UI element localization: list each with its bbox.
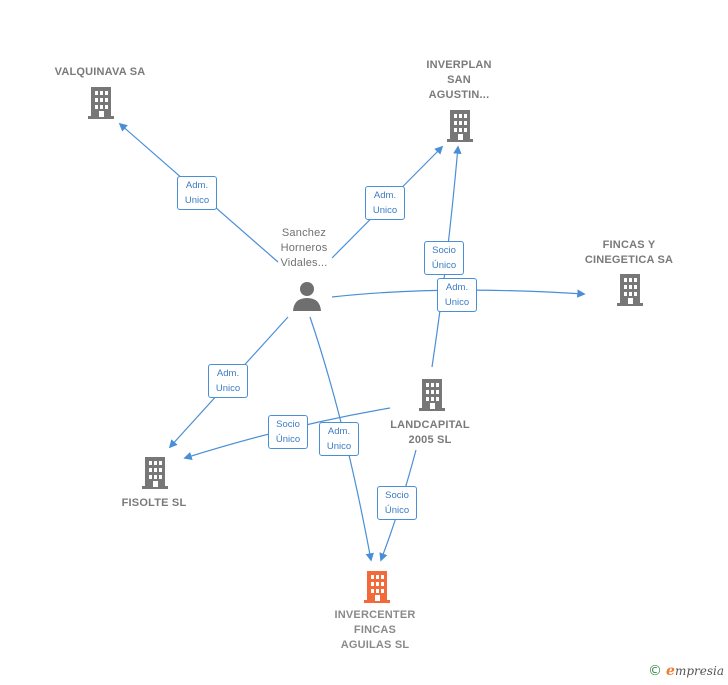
edge-label-line: Adm. [216, 368, 240, 379]
label-line: INVERPLAN [426, 59, 492, 71]
edge-label-adm-unico[interactable]: Adm. Unico [319, 422, 359, 456]
edge-label-line: Unico [444, 297, 470, 308]
label-line: VALQUINAVA SA [54, 66, 146, 78]
node-label-invercenter[interactable]: INVERCENTER FINCAS AGUILAS SL [315, 608, 435, 653]
label-line: LANDCAPITAL [390, 419, 470, 431]
empresia-logo-e: e [666, 663, 675, 679]
label-line: CINEGETICA SA [584, 254, 674, 266]
edge-label-line: Unico [184, 195, 210, 206]
edge-label-adm-unico[interactable]: Adm. Unico [365, 186, 405, 220]
edge-label-adm-unico[interactable]: Adm. Unico [208, 364, 248, 398]
label-line: AGUSTIN... [428, 89, 490, 101]
edge-label-line: Socio [385, 490, 409, 501]
edge-label-line: Socio [432, 245, 456, 256]
label-line: INVERCENTER [334, 609, 416, 621]
building-icon[interactable] [615, 273, 645, 307]
edge-label-socio-unico[interactable]: Socio Único [424, 241, 464, 275]
building-icon[interactable] [86, 86, 116, 120]
edge-label-line: Unico [326, 441, 352, 452]
edge-label-line: Adm. [185, 180, 209, 191]
edge-label-line: Unico [372, 205, 398, 216]
label-line: Vidales... [280, 257, 328, 269]
empresia-logo-text: mpresia [674, 664, 724, 678]
edge-label-line: Unico [215, 383, 241, 394]
node-label-valquinava[interactable]: VALQUINAVA SA [40, 65, 160, 80]
node-label-person[interactable]: Sanchez Horneros Vidales... [254, 226, 354, 271]
label-line: 2005 SL [408, 434, 452, 446]
label-line: Horneros [280, 242, 328, 254]
building-icon-target[interactable] [362, 570, 392, 604]
edge-label-line: Socio [276, 419, 300, 430]
node-label-landcapital[interactable]: LANDCAPITAL 2005 SL [372, 418, 488, 448]
empresia-credit[interactable]: ©empresia [648, 663, 724, 679]
label-line: FINCAS [353, 624, 397, 636]
edge-label-adm-unico[interactable]: Adm. Unico [437, 278, 477, 312]
label-line: AGUILAS SL [340, 639, 410, 651]
node-label-fincas[interactable]: FINCAS Y CINEGETICA SA [566, 238, 692, 268]
label-line: FISOLTE SL [121, 497, 187, 509]
label-line: Sanchez [281, 227, 327, 239]
edge-label-line: Adm. [445, 282, 469, 293]
copyright-icon: © [648, 663, 663, 679]
person-icon[interactable] [291, 280, 323, 312]
label-line: FINCAS Y [602, 239, 656, 251]
edge-label-line: Adm. [373, 190, 397, 201]
building-icon[interactable] [445, 109, 475, 143]
edge-label-line: Único [431, 260, 457, 271]
building-icon[interactable] [417, 378, 447, 412]
node-label-inverplan[interactable]: INVERPLAN SAN AGUSTIN... [400, 58, 518, 103]
edge-label-socio-unico[interactable]: Socio Único [377, 486, 417, 520]
edge-label-socio-unico[interactable]: Socio Único [268, 415, 308, 449]
node-label-fisolte[interactable]: FISOLTE SL [104, 496, 204, 511]
edge-label-adm-unico[interactable]: Adm. Unico [177, 176, 217, 210]
edge-label-line: Adm. [327, 426, 351, 437]
label-line: SAN [447, 74, 471, 86]
edge-label-line: Único [384, 505, 410, 516]
building-icon[interactable] [140, 456, 170, 490]
edge-label-line: Único [275, 434, 301, 445]
